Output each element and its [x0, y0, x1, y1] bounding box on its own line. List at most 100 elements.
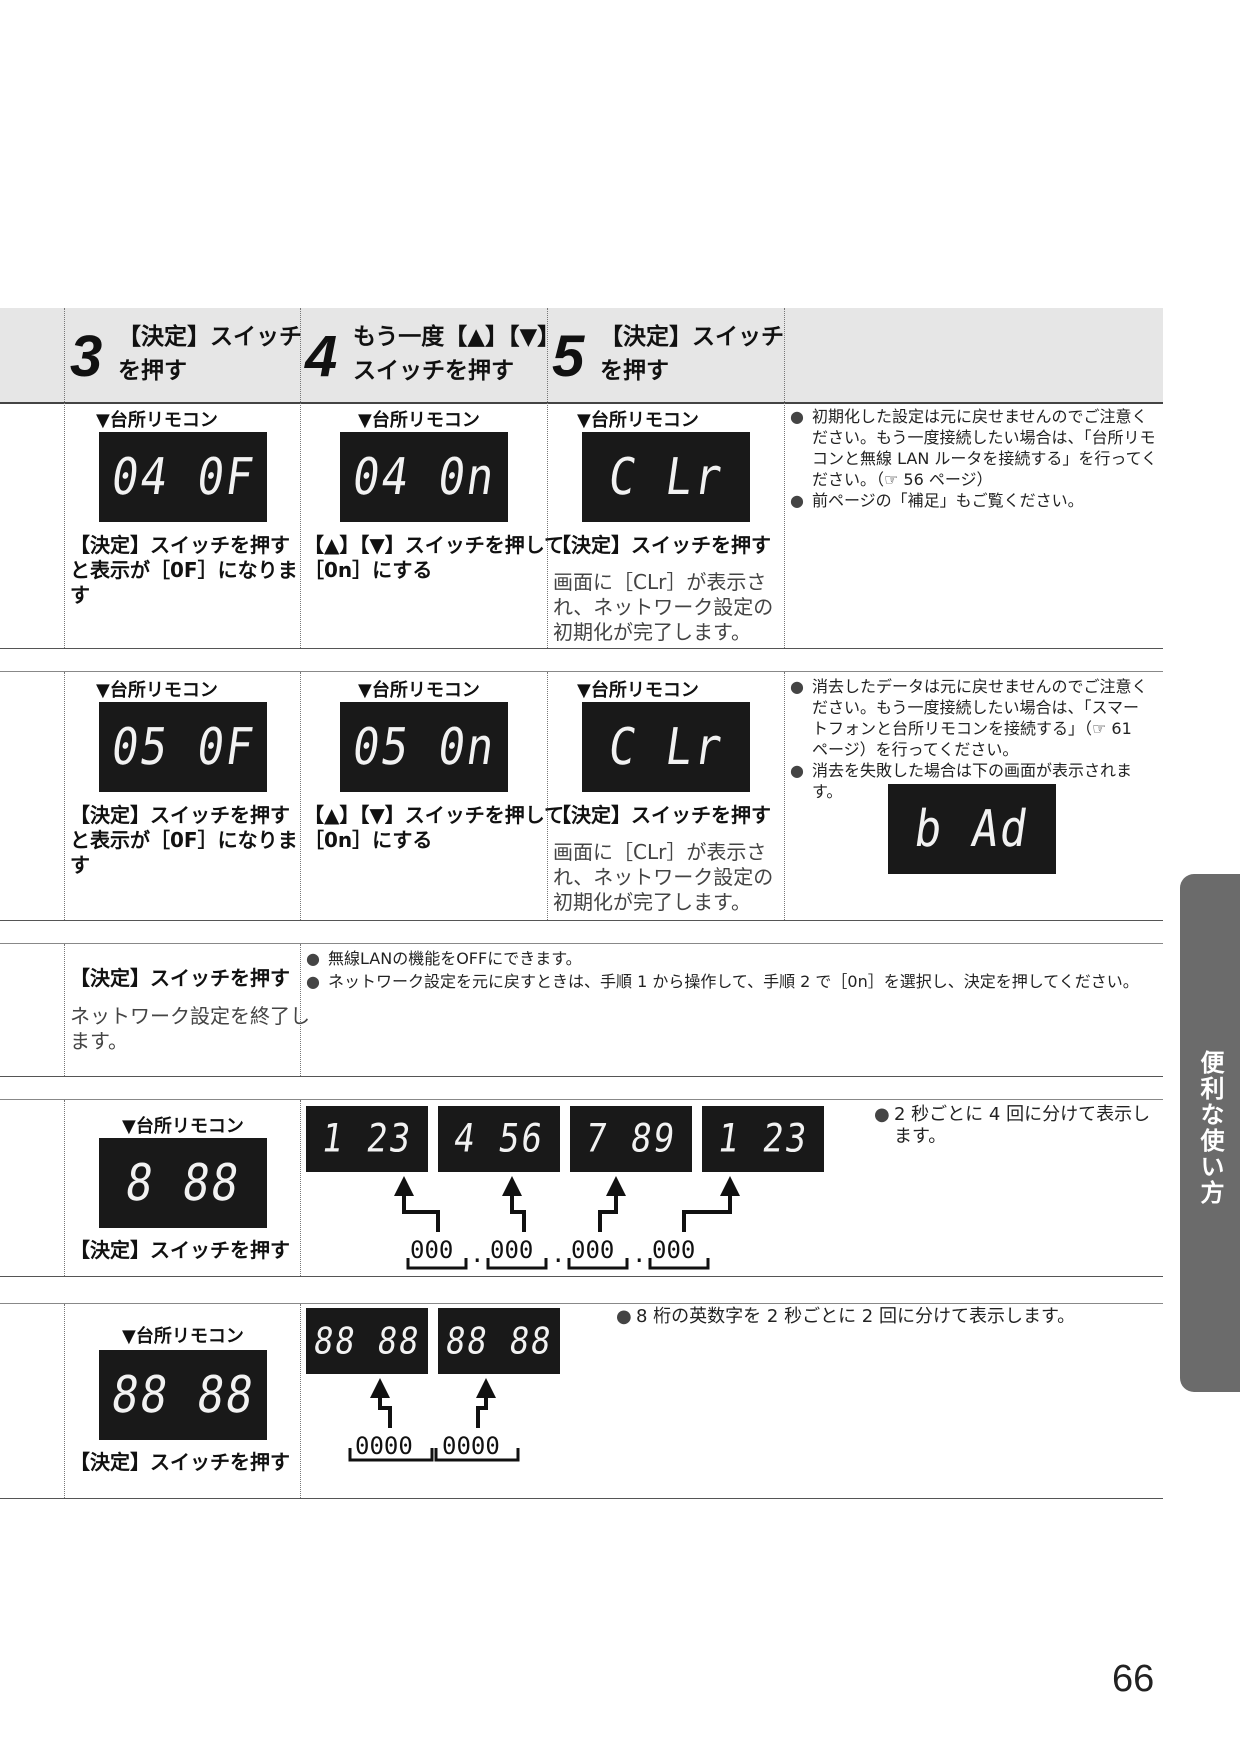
- bullet-icon: ●: [874, 1104, 890, 1125]
- step-number-5: 5: [552, 324, 585, 389]
- sequence-lcd: 1 23: [306, 1106, 428, 1172]
- sequence-lcd: 88 88: [438, 1308, 560, 1374]
- col-divider: [64, 944, 65, 1076]
- col-divider: [300, 944, 301, 1076]
- col-divider: [300, 308, 301, 648]
- digit-group: 0000: [442, 1432, 500, 1460]
- sequence-lcd: 88 88: [306, 1308, 428, 1374]
- action-text: 【▲】【▼】スイッチを押して、: [304, 533, 584, 557]
- desc-text: 画面に［CLr］が表示さ: [553, 840, 767, 864]
- notes-block: ● 2 秒ごとに 4 回に分けて表示します。: [874, 1104, 1151, 1147]
- action-text: す: [70, 853, 90, 877]
- section-rule: [0, 1099, 1163, 1100]
- desc-text: ネットワーク設定を終了し: [70, 1004, 310, 1028]
- action-text: ［0n］にする: [304, 558, 433, 582]
- col-divider: [784, 672, 785, 920]
- bullet-icon: ●: [790, 677, 804, 696]
- action-text: 【決定】スイッチを押す: [551, 803, 771, 827]
- section-rule: [0, 920, 1163, 921]
- section-rule: [0, 943, 1163, 944]
- remote-label: ▼台所リモコン: [122, 1116, 244, 1137]
- sequence-lcd: 4 56: [438, 1106, 560, 1172]
- col-divider: [300, 1100, 301, 1276]
- lcd-display: 04 0n: [340, 432, 508, 522]
- lcd-display: C Lr: [582, 432, 750, 522]
- ip-separator: .: [470, 1240, 485, 1268]
- digit-group: 0000: [355, 1432, 413, 1460]
- lcd-display: 05 0n: [340, 702, 508, 792]
- lcd-display: 04 0F: [99, 432, 267, 522]
- ip-group: 000: [652, 1236, 696, 1264]
- header-bottom-rule: [0, 402, 1163, 404]
- col-divider: [64, 308, 65, 648]
- lcd-display: 05 0F: [99, 702, 267, 792]
- step-title-3-line1: 【決定】スイッチ: [118, 324, 302, 350]
- action-text: 【▲】【▼】スイッチを押して、: [304, 803, 584, 827]
- ip-group: 000: [571, 1236, 615, 1264]
- step-number-3: 3: [70, 324, 103, 389]
- col-divider: [300, 672, 301, 920]
- side-tab: [1180, 874, 1240, 1392]
- action-text: と表示が［0F］になりま: [70, 558, 298, 582]
- lcd-display: 88 88: [99, 1350, 267, 1440]
- section-rule: [0, 1303, 1163, 1304]
- sequence-lcd: 1 23: [702, 1106, 824, 1172]
- remote-label: ▼台所リモコン: [358, 680, 480, 701]
- col-divider: [64, 1304, 65, 1498]
- col-divider: [547, 672, 548, 920]
- desc-text: ます。: [70, 1029, 128, 1053]
- action-text: す: [70, 583, 90, 607]
- page-number: 66: [1112, 1658, 1155, 1700]
- sequence-lcd: 7 89: [570, 1106, 692, 1172]
- remote-label: ▼台所リモコン: [122, 1326, 244, 1347]
- section-rule: [0, 1276, 1163, 1277]
- lcd-display: 8 88: [99, 1138, 267, 1228]
- action-text: 【決定】スイッチを押す: [551, 533, 771, 557]
- remote-label: ▼台所リモコン: [96, 680, 218, 701]
- lcd-display: C Lr: [582, 702, 750, 792]
- action-text: 【決定】スイッチを押す: [70, 533, 290, 557]
- desc-text: れ、ネットワーク設定の: [553, 595, 774, 619]
- bad-lcd-display: b Ad: [888, 784, 1056, 874]
- remote-label: ▼台所リモコン: [577, 680, 699, 701]
- bullet-icon: ●: [790, 407, 804, 426]
- section-rule: [0, 1498, 1163, 1499]
- notes-block: ●8 桁の英数字を 2 秒ごとに 2 回に分けて表示します。: [616, 1306, 1076, 1327]
- action-text: 【決定】スイッチを押す: [70, 1450, 290, 1474]
- section-rule: [0, 648, 1163, 649]
- action-text: 【決定】スイッチを押す: [70, 1238, 290, 1262]
- step-title-4-line2: スイッチを押す: [353, 358, 514, 384]
- remote-label: ▼台所リモコン: [358, 410, 480, 431]
- step-title-5-line2: を押す: [600, 358, 669, 384]
- step-number-4: 4: [305, 324, 338, 389]
- bullet-icon: ●: [306, 949, 320, 968]
- bullet-icon: ●: [790, 491, 804, 510]
- ip-group: 000: [410, 1236, 454, 1264]
- step-title-3-line2: を押す: [118, 358, 187, 384]
- step-title-5-line1: 【決定】スイッチ: [600, 324, 784, 350]
- bullet-icon: ●: [790, 761, 804, 780]
- ip-separator: .: [551, 1240, 566, 1268]
- action-text: 【決定】スイッチを押す: [70, 966, 290, 990]
- section-rule: [0, 1076, 1163, 1077]
- bullet-icon: ●: [306, 972, 320, 991]
- desc-text: れ、ネットワーク設定の: [553, 865, 774, 889]
- ip-separator: .: [632, 1240, 647, 1268]
- step-title-4-line1: もう一度【▲】【▼】: [353, 324, 561, 350]
- ip-group: 000: [490, 1236, 534, 1264]
- side-tab-label: 便利な使い方: [1196, 1050, 1224, 1206]
- notes-block: ● 消去したデータは元に戻せませんのでご注意く ださい。もう一度接続したい場合は…: [790, 677, 1148, 801]
- action-text: と表示が［0F］になりま: [70, 828, 298, 852]
- col-divider: [784, 308, 785, 648]
- bullet-icon: ●: [616, 1306, 632, 1327]
- col-divider: [64, 1100, 65, 1276]
- desc-text: 初期化が完了します。: [553, 890, 751, 914]
- desc-text: 初期化が完了します。: [553, 620, 751, 644]
- remote-label: ▼台所リモコン: [96, 410, 218, 431]
- notes-block: ●無線LANの機能をOFFにできます。 ●ネットワーク設定を元に戻すときは、手順…: [306, 949, 1139, 991]
- step-header-band: [0, 308, 1163, 402]
- section-rule: [0, 671, 1163, 672]
- col-divider: [547, 308, 548, 648]
- notes-block: ● 初期化した設定は元に戻せませんのでご注意く ださい。もう一度接続したい場合は…: [790, 407, 1158, 510]
